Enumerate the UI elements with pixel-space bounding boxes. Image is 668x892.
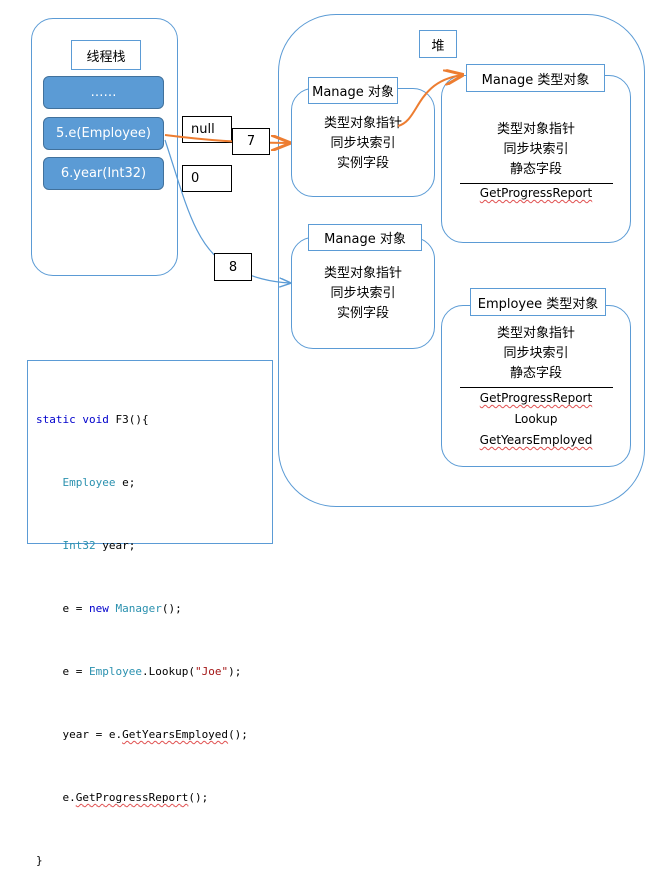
method-get-progress-report: GetProgressReport — [479, 391, 593, 405]
manage-type-object — [441, 75, 631, 243]
method-get-progress-report: GetProgressReport — [479, 186, 593, 200]
code-line: Employee e; — [62, 476, 136, 489]
employee-type-object-fields: 类型对象指针 同步块索引 静态字段 — [441, 324, 631, 384]
manage-type-divider — [460, 183, 613, 184]
manage-object-1 — [291, 88, 435, 197]
manage-object-2 — [291, 237, 435, 349]
manage-object-2-title: Manage 对象 — [308, 224, 422, 251]
field-sync-block: 同步块索引 — [330, 136, 396, 151]
method-lookup: Lookup — [514, 412, 558, 426]
stack-slot-ellipsis: …… — [43, 76, 164, 109]
field-static: 静态字段 — [509, 366, 562, 381]
employee-type-object-title: Employee 类型对象 — [470, 288, 606, 316]
field-sync-block: 同步块索引 — [503, 346, 569, 361]
thread-stack-title: 线程栈 — [71, 40, 141, 70]
manage-object-2-fields: 类型对象指针 同步块索引 实例字段 — [291, 264, 435, 324]
code-line: e = new Manager(); — [36, 602, 182, 615]
code-line: } — [36, 854, 43, 867]
code-line: e.GetProgressReport(); — [36, 791, 209, 804]
manage-type-methods: GetProgressReport — [441, 183, 631, 203]
field-type-pointer: 类型对象指针 — [323, 116, 402, 131]
field-sync-block: 同步块索引 — [330, 286, 396, 301]
manage-object-1-fields: 类型对象指针 同步块索引 实例字段 — [291, 114, 435, 174]
field-static: 静态字段 — [509, 162, 562, 177]
field-instance: 实例字段 — [336, 306, 389, 321]
code-line: e = Employee.Lookup("Joe"); — [36, 665, 242, 678]
method-get-years-employed: GetYearsEmployed — [479, 433, 593, 447]
field-instance: 实例字段 — [336, 156, 389, 171]
code-block: static void F3(){ Employee e; Int32 year… — [36, 367, 268, 892]
marker-8: 8 — [214, 253, 252, 281]
employee-type-methods: GetProgressReport Lookup GetYearsEmploye… — [441, 388, 631, 451]
stack-value-zero: 0 — [182, 165, 232, 192]
field-sync-block: 同步块索引 — [503, 142, 569, 157]
employee-type-divider — [460, 387, 613, 388]
marker-7: 7 — [232, 128, 270, 155]
heap-title: 堆 — [419, 30, 457, 58]
arrow-manage-object-to-type — [397, 75, 462, 127]
stack-slot-year: 6.year(Int32) — [43, 157, 164, 190]
arrow-e-to-manage-object-1 — [164, 134, 289, 143]
code-line: static void F3(){ — [36, 413, 149, 426]
manage-type-object-fields: 类型对象指针 同步块索引 静态字段 — [441, 120, 631, 180]
manage-object-1-title: Manage 对象 — [308, 77, 398, 104]
field-type-pointer: 类型对象指针 — [496, 326, 575, 341]
manage-type-object-title: Manage 类型对象 — [466, 64, 605, 92]
field-type-pointer: 类型对象指针 — [323, 266, 402, 281]
stack-slot-employee-e: 5.e(Employee) — [43, 117, 164, 150]
code-line: year = e.GetYearsEmployed(); — [36, 728, 248, 741]
field-type-pointer: 类型对象指针 — [496, 122, 575, 137]
code-panel — [27, 360, 273, 544]
code-line: Int32 year; — [62, 539, 136, 552]
